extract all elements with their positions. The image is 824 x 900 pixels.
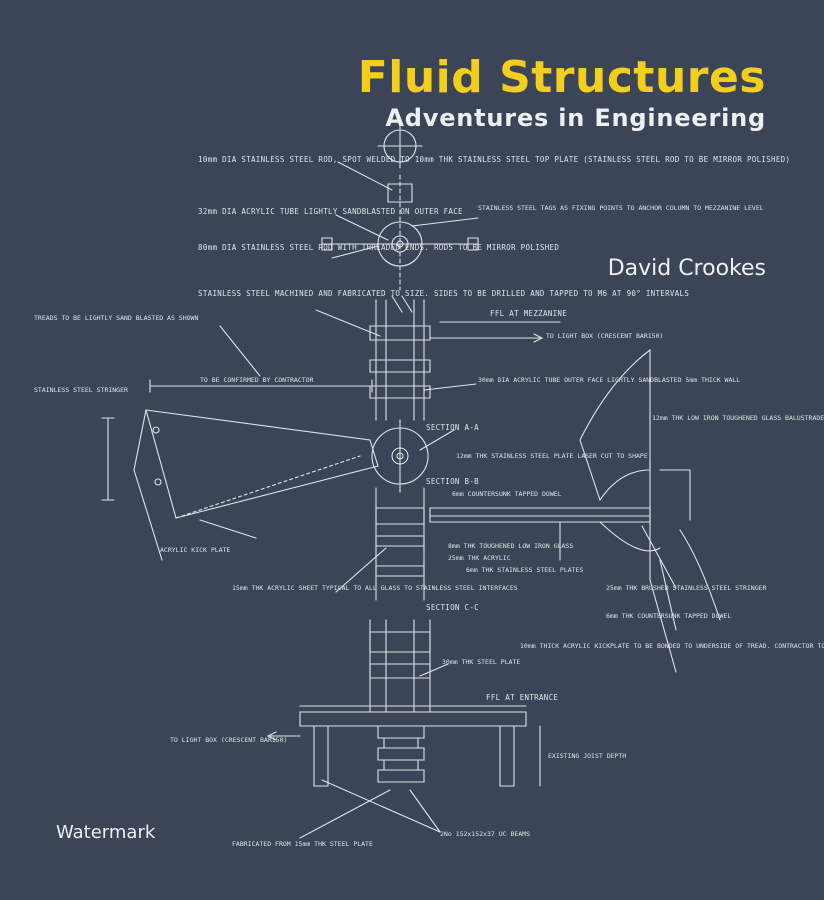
note: 12mm THK LOW IRON TOUGHENED GLASS BALUST… <box>652 414 824 422</box>
column-upper <box>370 296 430 420</box>
note: FABRICATED FROM 15mm THK STEEL PLATE <box>232 840 373 848</box>
note: 6mm THK COUNTERSUNK TAPPED DOWEL <box>606 612 731 620</box>
note: 8mm THK TOUGHENED LOW IRON GLASS <box>448 542 573 550</box>
author-name: David Crookes <box>607 256 766 281</box>
note: 6mm COUNTERSUNK TAPPED DOWEL <box>452 490 562 498</box>
note: 2No 152x152x37 UC BEAMS <box>440 830 530 838</box>
note: SECTION C-C <box>426 603 479 612</box>
note: STAINLESS STEEL MACHINED AND FABRICATED … <box>198 289 689 298</box>
note: 30mm THK STEEL PLATE <box>442 658 520 666</box>
note: 30mm DIA ACRYLIC TUBE OUTER FACE LIGHTLY… <box>478 376 740 384</box>
note: 10mm THICK ACRYLIC KICKPLATE TO BE BONDE… <box>520 642 824 650</box>
base-assembly <box>268 706 540 786</box>
column-mid <box>376 488 424 600</box>
drawing-annotations: 10mm DIA STAINLESS STEEL ROD, SPOT WELDE… <box>34 155 824 848</box>
note: 6mm THK STAINLESS STEEL PLATES <box>466 566 583 574</box>
note: TO BE CONFIRMED BY CONTRACTOR <box>200 376 314 384</box>
note: 12mm THK STAINLESS STEEL PLATE LASER CUT… <box>456 452 648 460</box>
note: FFL AT MEZZANINE <box>490 309 567 318</box>
note: TO LIGHT BOX (CRESCENT BAR150) <box>546 332 663 340</box>
note: 25mm THK BRUSHED STAINLESS STEEL STRINGE… <box>606 584 767 592</box>
note: SECTION B-B <box>426 477 479 486</box>
tread-elevation <box>430 460 690 580</box>
note: TREADS TO BE LIGHTLY SAND BLASTED AS SHO… <box>34 314 198 322</box>
note: EXISTING JOIST DEPTH <box>548 752 626 760</box>
note: FFL AT ENTRANCE <box>486 693 558 702</box>
note: 80mm DIA STAINLESS STEEL ROD WITH THREAD… <box>198 243 559 252</box>
note: SECTION A-A <box>426 423 479 432</box>
note: TO LIGHT BOX (CRESCENT BAR150) <box>170 736 287 744</box>
note: 25mm THK ACRYLIC <box>448 554 511 562</box>
glass-balustrade <box>580 350 650 500</box>
stair-tread <box>134 410 378 560</box>
note: 32mm DIA ACRYLIC TUBE LIGHTLY SANDBLASTE… <box>198 207 463 216</box>
column-lower <box>370 620 430 712</box>
note: ACRYLIC KICK PLATE <box>160 546 231 554</box>
note: 10mm DIA STAINLESS STEEL ROD, SPOT WELDE… <box>198 155 790 164</box>
book-subtitle: Adventures in Engineering <box>385 104 766 132</box>
publisher-name: Watermark <box>56 822 156 843</box>
note: STAINLESS STEEL STRINGER <box>34 386 128 394</box>
book-title: Fluid Structures <box>357 52 766 103</box>
note: STAINLESS STEEL TAGS AS FIXING POINTS TO… <box>478 204 764 212</box>
note: 15mm THK ACRYLIC SHEET TYPICAL TO ALL GL… <box>232 584 518 592</box>
